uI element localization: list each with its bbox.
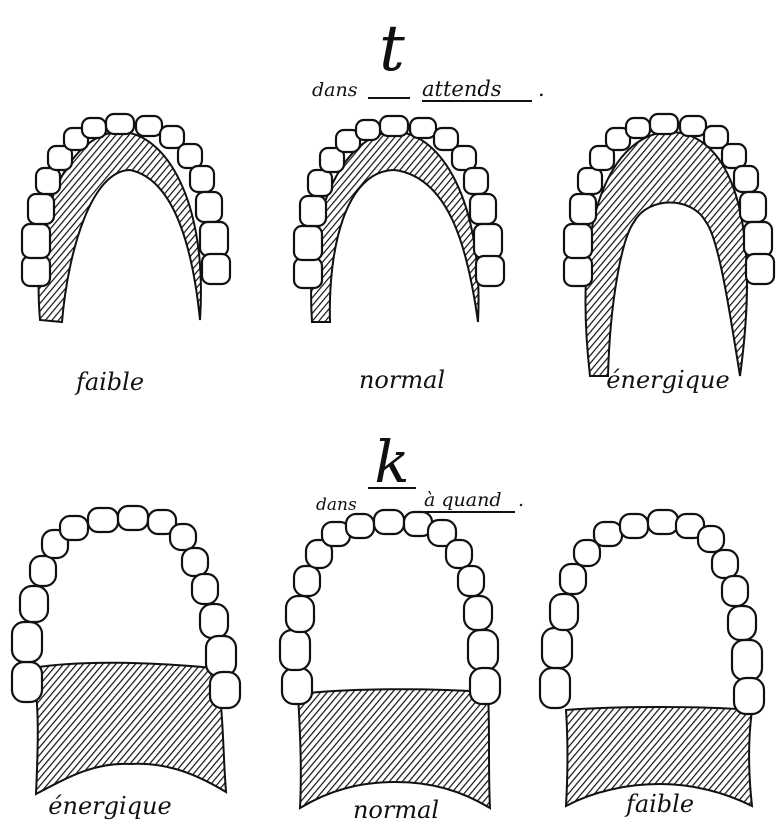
k-contact-left [32, 663, 226, 794]
letter-t: t [379, 12, 405, 86]
prefix-t: dans [312, 79, 358, 101]
section-t-heading: t dans attends . [312, 12, 545, 101]
caption-k-right: faible [624, 790, 694, 818]
caption-t-left: faible [74, 368, 144, 396]
punct-k: . [518, 489, 524, 511]
caption-t-middle: normal [359, 366, 445, 394]
k-contact-middle [298, 689, 490, 808]
prefix-k: dans [316, 495, 357, 515]
caption-k-left: énergique [48, 792, 171, 820]
word-t: attends [422, 77, 502, 101]
k-teeth-right [540, 510, 764, 714]
punct-t: . [538, 77, 545, 101]
letter-k: k [374, 428, 409, 496]
section-k-heading: k dans à quand . [316, 428, 524, 515]
word-k: à quand [424, 489, 502, 511]
caption-k-middle: normal [353, 796, 439, 824]
caption-t-right: énergique [606, 366, 729, 394]
k-teeth-middle [280, 510, 500, 704]
